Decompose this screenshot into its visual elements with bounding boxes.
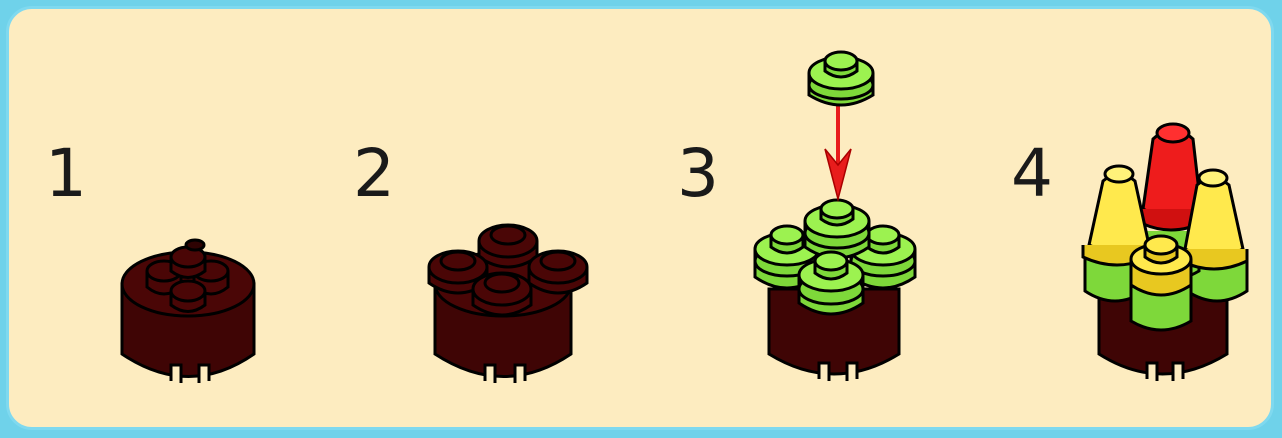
- instruction-panel: 1 2: [6, 6, 1274, 430]
- step-3-illustration: [629, 9, 959, 430]
- step-3: 3: [629, 9, 959, 430]
- step-2-illustration: [309, 9, 629, 430]
- step-2: 2: [309, 9, 629, 430]
- down-arrow-icon: [825, 101, 851, 199]
- floating-round-plate: [809, 52, 873, 105]
- step-4: 4: [959, 9, 1274, 430]
- step-1: 1: [9, 9, 309, 430]
- step-4-illustration: [959, 9, 1274, 430]
- step-1-illustration: [9, 9, 309, 430]
